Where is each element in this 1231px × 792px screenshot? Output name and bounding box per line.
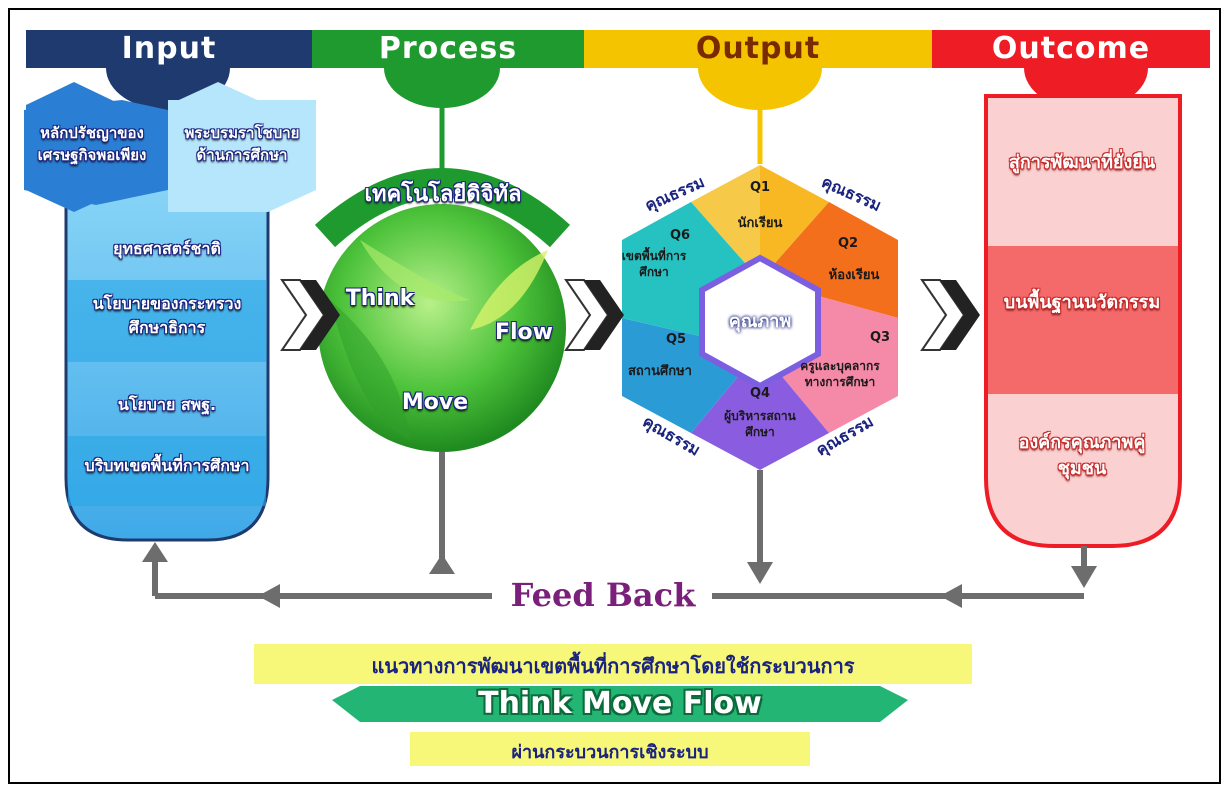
input-hex-left-text: หลักปรัชญาของเศรษฐกิจพอเพียง [37,124,147,164]
input-hex-left-body [24,100,168,205]
header-output-label: Output [695,31,821,66]
input-hex-right-body [168,100,316,212]
header-process: Process [312,30,584,68]
feedback-arrowheads [142,542,1097,608]
banner-line3-bg [410,732,810,766]
q6-code: Q6 [669,228,691,243]
feedback-lines [152,452,1087,599]
q4-label: ผู้บริหารสถานศึกษา [724,409,796,439]
q2-code: Q2 [837,236,859,251]
feedback-label: Feed Back [510,576,696,614]
header-input: Input [26,30,312,68]
process-flow: Flow [494,320,553,345]
header-outcome: Outcome [932,30,1210,68]
q1-label: นักเรียน [737,216,783,231]
input-item-4: บริบทเขตพื้นที่การศึกษา [84,456,250,475]
input-item-3: นโยบาย สพฐ. [117,395,217,414]
seg-q4 [691,350,829,470]
banner-line1: แนวทางการพัฒนาเขตพื้นที่การศึกษาโดยใช้กร… [371,654,855,678]
seg-q1b [691,165,760,280]
banner-line2: Think Move Flow [478,686,762,721]
leaf-top [360,240,470,302]
diagram-frame [8,8,1221,784]
quality-center-hex [699,254,821,390]
process-think: Think [345,286,415,311]
seg-q1a [760,165,829,280]
header-input-label: Input [121,31,217,66]
header-process-label: Process [378,31,518,66]
q3-code: Q3 [869,330,891,345]
banner-ribbon [332,686,908,722]
input-band-2 [68,280,266,362]
q3-label: ครูและบุคลากรทางการศึกษา [800,359,880,389]
output-center: คุณภาพ [728,311,792,332]
process-arc-title: เทคโนโลยีดิจิทัล [364,182,522,207]
q6-label: เขตพื้นที่การศึกษา [621,249,687,279]
input-item-1: ยุทธศาสตร์ชาติ [113,239,221,258]
leaf-left [330,300,410,440]
header-output: Output [584,30,932,68]
input-item-2: นโยบายของกระทรวงศึกษาธิการ [92,294,242,337]
banner-line1-bg [254,644,972,684]
output-header-dome [698,68,822,110]
banner-line3: ผ่านกระบวนการเชิงระบบ [511,742,709,763]
q2-label: ห้องเรียน [828,268,880,283]
process-move: Move [401,390,469,415]
process-header-dome [384,68,500,108]
header-outcome-label: Outcome [991,31,1151,66]
chevron-arrow-2 [564,279,624,351]
outcome-item-1: สู่การพัฒนาที่ยั่งยืน [1008,152,1156,173]
q4-code: Q4 [749,386,771,401]
outcome-item-2: บนพื้นฐานนวัตกรรม [1003,292,1161,313]
outcome-band-2 [988,246,1178,394]
leaf-right [470,250,548,330]
q5-label: สถานศึกษา [628,364,692,379]
outcome-item-3: องค์กรคุณภาพคู่ชุมชน [1018,432,1146,479]
input-hex-right-text: พระบรมราโชบายด้านการศึกษา [184,124,300,164]
arc-banner [314,168,571,248]
chevron-arrow-3 [920,279,980,351]
q1-code: Q1 [749,180,771,195]
q5-code: Q5 [665,332,687,347]
chevron-arrow-1 [280,279,340,351]
input-band-4 [68,436,266,506]
